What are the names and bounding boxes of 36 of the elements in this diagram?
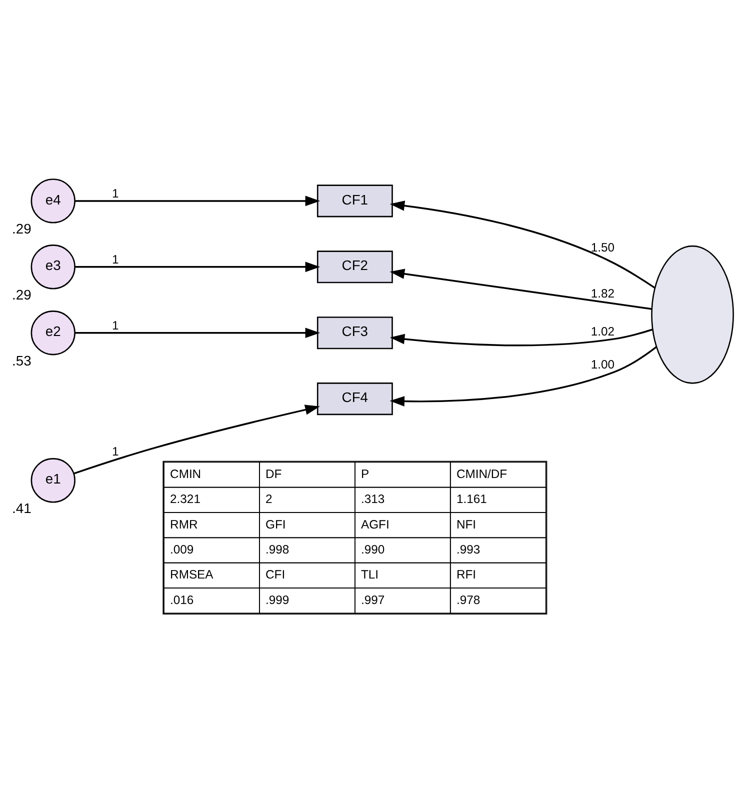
edge-label: 1.50 [590, 240, 615, 254]
edge-label: 1.00 [590, 357, 615, 372]
label: .998 [266, 542, 290, 556]
label: .016 [170, 592, 194, 606]
label: 2 [266, 492, 272, 506]
label: RMSEA [170, 567, 214, 582]
label: RFI [456, 567, 476, 582]
label: .313 [361, 492, 385, 506]
edge-label: 1.82 [590, 286, 615, 300]
edge-label: 1 [112, 252, 119, 266]
label: TLI [361, 567, 379, 582]
edge-label: 1 [112, 186, 119, 200]
label: CMIN/DF [456, 466, 508, 480]
label: .009 [170, 542, 194, 556]
label: 1.161 [456, 492, 487, 506]
node-label: .41 [12, 499, 32, 516]
node-label: .29 [12, 220, 32, 236]
label: DF [266, 466, 282, 480]
node-label: .53 [12, 352, 32, 368]
label: .999 [266, 592, 290, 606]
edge-label: 1.02 [590, 324, 615, 338]
label: .990 [361, 542, 385, 556]
label: CFI [266, 567, 286, 582]
label: .993 [456, 542, 480, 556]
node-label: .29 [12, 286, 32, 302]
label: NFI [456, 516, 476, 531]
label: P [361, 466, 370, 480]
label: RMR [170, 516, 198, 531]
edge-label: 1 [112, 444, 119, 458]
edge-label: 1 [112, 318, 119, 332]
label: AGFI [361, 516, 390, 531]
label: .978 [456, 592, 480, 606]
label: .997 [361, 592, 385, 606]
label: GFI [266, 516, 286, 531]
label: CMIN [170, 466, 202, 480]
label: 2.321 [170, 492, 200, 506]
